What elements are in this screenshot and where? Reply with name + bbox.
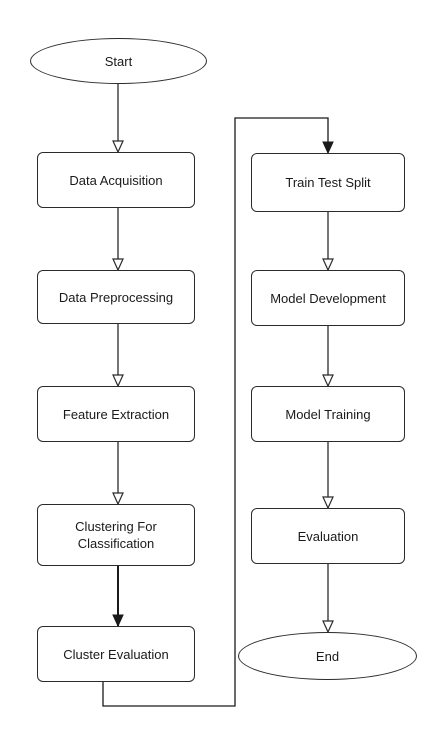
step-data-acquisition: Data Acquisition bbox=[37, 152, 195, 208]
step-cluster-evaluation: Cluster Evaluation bbox=[37, 626, 195, 682]
step-data-preprocessing: Data Preprocessing bbox=[37, 270, 195, 324]
step-model-development: Model Development bbox=[251, 270, 405, 326]
step-feature-extraction: Feature Extraction bbox=[37, 386, 195, 442]
arrow-cluster-evaluation-to-train-test-split bbox=[102, 117, 334, 707]
start-terminal: Start bbox=[30, 38, 207, 84]
step-clustering-for-classification: Clustering For Classification bbox=[37, 504, 195, 566]
end-terminal: End bbox=[238, 632, 417, 680]
step-evaluation: Evaluation bbox=[251, 508, 405, 564]
step-train-test-split: Train Test Split bbox=[251, 153, 405, 212]
step-model-training: Model Training bbox=[251, 386, 405, 442]
